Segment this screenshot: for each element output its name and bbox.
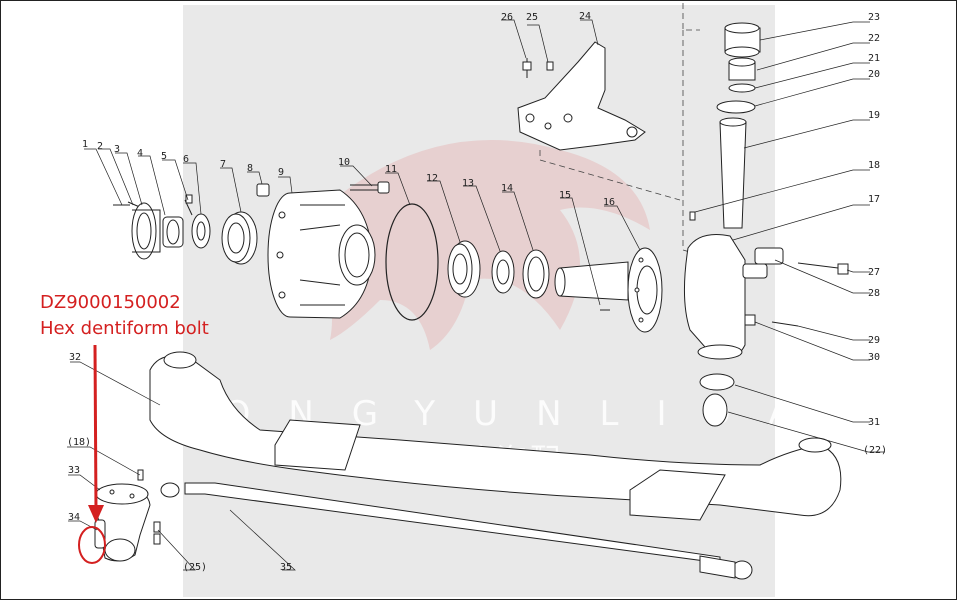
bearings-12-14: [447, 240, 550, 299]
watermark-latin: HONGYUNLIDA: [160, 394, 830, 434]
part-number: 34: [68, 512, 80, 523]
part-number: 18: [868, 160, 880, 171]
callout-part-name: Hex dentiform bolt: [40, 318, 209, 339]
part-number: 16: [603, 197, 615, 208]
part-number: 24: [579, 11, 591, 22]
leader-lines: [67, 19, 885, 571]
part-number: 33: [68, 465, 80, 476]
part-number: 15: [559, 190, 571, 201]
part-number: (22): [863, 445, 887, 456]
part-number: 6: [183, 154, 189, 165]
part-number: 9: [278, 167, 284, 178]
part-number: 22: [868, 33, 880, 44]
part-number: 26: [501, 12, 513, 23]
steering-knuckle: [683, 211, 849, 427]
part-number: 35: [280, 562, 292, 573]
part-number: 32: [69, 352, 81, 363]
part-number: 14: [501, 183, 513, 194]
part-number: 5: [161, 151, 167, 162]
part-number: (18): [67, 437, 91, 448]
part-number: 29: [868, 335, 880, 346]
part-number: 20: [868, 69, 880, 80]
steering-arm: [94, 469, 161, 562]
o-ring-11: [385, 203, 439, 321]
callout-part-code: DZ9000150002: [40, 292, 181, 313]
part-number: 12: [426, 173, 438, 184]
part-number: 11: [385, 164, 397, 175]
kingpin-stack: [716, 22, 761, 229]
part-number: 13: [462, 178, 474, 189]
part-number: 30: [868, 352, 880, 363]
part-number-labels: 1 2 3 4 5 6 7 8 9 10 11 12 13 14 15 16 1…: [67, 11, 887, 573]
wheel-hub: [256, 183, 376, 319]
part-number: 21: [868, 53, 880, 64]
axle-beam: [149, 351, 842, 521]
part-number: 3: [114, 144, 120, 155]
part-number: 1: [82, 139, 88, 150]
bearing-7: [221, 211, 258, 265]
part-number: 23: [868, 12, 880, 23]
part-number: 4: [137, 148, 143, 159]
part-number: 31: [868, 417, 880, 428]
tie-rod: [160, 482, 753, 580]
part-number: (25): [183, 562, 207, 573]
part-number: 2: [97, 141, 103, 152]
part-number: 19: [868, 110, 880, 121]
part-number: 10: [338, 157, 350, 168]
steering-bracket: [517, 41, 646, 151]
callout-arrow: [78, 344, 106, 564]
stub-axle: [554, 247, 663, 333]
part-number: 8: [247, 163, 253, 174]
part-number: 27: [868, 267, 880, 278]
hub-cap-assembly: [113, 194, 211, 260]
part-number: 25: [526, 12, 538, 23]
bolt-10: [350, 181, 390, 194]
part-number: 28: [868, 288, 880, 299]
part-number: 7: [220, 159, 226, 170]
part-number: 17: [868, 194, 880, 205]
